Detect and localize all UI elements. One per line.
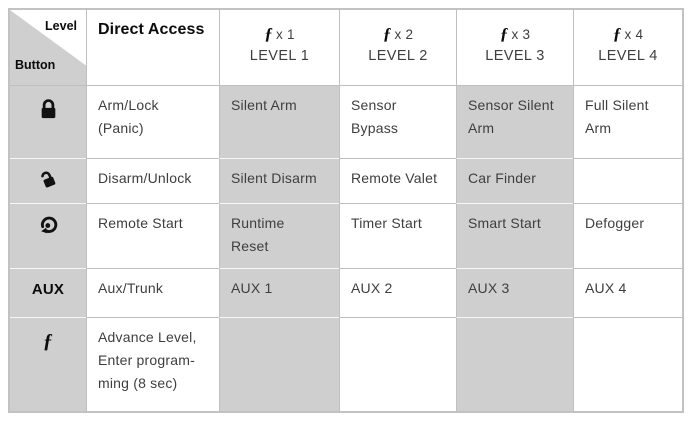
level-2-cell: Sensor Bypass [339, 85, 456, 158]
direct-access-cell: Aux/Trunk [86, 268, 219, 317]
cell-line: AUX 2 [351, 280, 393, 296]
function-key-icon: ƒ [42, 330, 54, 352]
remote-start-icon [37, 213, 60, 236]
cell-line: Aux/Trunk [98, 280, 164, 296]
direct-access-header: Direct Access [86, 10, 219, 85]
cell-line: Disarm/Unlock [98, 170, 192, 186]
level-label: LEVEL 3 [485, 48, 545, 64]
function-key-icon: ƒ [382, 24, 392, 43]
cell-line: Advance Level, [98, 329, 197, 345]
level-2-cell [339, 317, 456, 411]
level-2-cell: Remote Valet [339, 158, 456, 203]
unlock-icon [38, 167, 59, 190]
cell-line: Car Finder [468, 170, 537, 186]
direct-access-cell: Disarm/Unlock [86, 158, 219, 203]
level-4-cell: Full Silent Arm [573, 85, 682, 158]
corner-label-level: Level [45, 19, 77, 33]
level-label: LEVEL 1 [249, 48, 310, 64]
cell-line: AUX 3 [468, 280, 510, 296]
cell-line: Defogger [585, 215, 645, 231]
cell-line: Full Silent [585, 97, 649, 113]
direct-access-cell: Remote Start [86, 203, 219, 268]
cell-line: Runtime [231, 215, 285, 231]
level-4-cell [573, 158, 682, 203]
cell-line: Arm [468, 120, 495, 136]
level-4-cell: Defogger [573, 203, 682, 268]
function-key-icon: ƒ [499, 24, 509, 43]
level-label: LEVEL 4 [598, 48, 658, 64]
level-1-cell: Silent Arm [219, 85, 339, 158]
table-row-aux: AUX Aux/Trunk AUX 1 AUX 2 AUX 3 AUX 4 [10, 268, 682, 317]
level-1-cell: AUX 1 [219, 268, 339, 317]
direct-access-cell: Advance Level, Enter program- ming (8 se… [86, 317, 219, 411]
table-row-arm-lock: Arm/Lock (Panic) Silent Arm Sensor Bypas… [10, 85, 682, 158]
function-key-icon: ƒ [612, 24, 622, 43]
cell-line: Silent Disarm [231, 170, 317, 186]
cell-line: Sensor Silent [468, 97, 554, 113]
cell-line: Remote Start [98, 215, 183, 231]
cell-line: AUX 1 [231, 280, 273, 296]
level-3-cell: Smart Start [456, 203, 573, 268]
aux-button-cell: AUX [10, 268, 86, 317]
aux-button-label: AUX [31, 281, 65, 298]
level-2-cell: Timer Start [339, 203, 456, 268]
level-4-cell [573, 317, 682, 411]
level-3-cell: Sensor Silent Arm [456, 85, 573, 158]
corner-label-button: Button [15, 58, 56, 72]
table-row-advance-level: ƒ Advance Level, Enter program- ming (8 … [10, 317, 682, 411]
cell-line: Arm [585, 120, 612, 136]
level-1-cell [219, 317, 339, 411]
level-3-cell: AUX 3 [456, 268, 573, 317]
cell-line: AUX 4 [585, 280, 627, 296]
cell-line: Reset [231, 238, 269, 254]
table-row-remote-start: Remote Start Runtime Reset Timer Start S… [10, 203, 682, 268]
unlock-button-cell [10, 158, 86, 203]
cell-line: (Panic) [98, 120, 144, 136]
function-key-icon: ƒ [264, 24, 274, 43]
level-3-cell: Car Finder [456, 158, 573, 203]
cell-line: Sensor [351, 97, 397, 113]
cell-line: Timer Start [351, 215, 422, 231]
lock-button-cell [10, 85, 86, 158]
level-1-cell: Runtime Reset [219, 203, 339, 268]
cell-line: Silent Arm [231, 97, 297, 113]
direct-access-cell: Arm/Lock (Panic) [86, 85, 219, 158]
cell-line: Smart Start [468, 215, 541, 231]
level-3-cell [456, 317, 573, 411]
lock-icon [38, 97, 59, 122]
cell-line: Enter program- [98, 352, 195, 368]
level-1-cell: Silent Disarm [219, 158, 339, 203]
cell-line: Bypass [351, 120, 399, 136]
table-row-disarm: Disarm/Unlock Silent Disarm Remote Valet… [10, 158, 682, 203]
level-label: LEVEL 2 [368, 48, 428, 64]
cell-line: Arm/Lock [98, 97, 159, 113]
cell-line: ming (8 sec) [98, 375, 178, 391]
cell-line: Remote Valet [351, 170, 438, 186]
corner-cell: Level Button [10, 10, 86, 85]
remote-start-button-cell [10, 203, 86, 268]
level-2-cell: AUX 2 [339, 268, 456, 317]
function-key-button-cell: ƒ [10, 317, 86, 411]
level-4-cell: AUX 4 [573, 268, 682, 317]
